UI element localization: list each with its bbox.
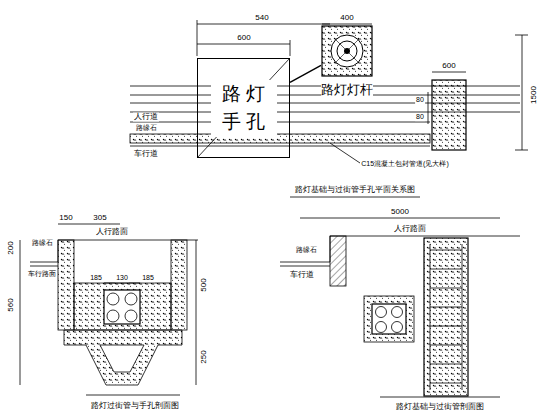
dimension: 305 xyxy=(92,214,107,223)
road-label: 车行道 xyxy=(289,271,315,280)
lamp-post-symbol xyxy=(321,25,373,77)
foundation-section xyxy=(280,218,520,397)
road-label: 路缘石 xyxy=(295,246,318,254)
road-label: 路缘石 xyxy=(31,239,54,247)
dimension: 500 xyxy=(200,277,209,292)
dimension: 600 xyxy=(236,34,251,43)
connector-line xyxy=(290,65,321,82)
plan-view xyxy=(130,20,528,197)
dimension: 185 xyxy=(89,274,103,282)
handhole-box: 路 灯 手 孔 xyxy=(197,58,290,158)
dimension: 130 xyxy=(115,274,129,282)
lamp-post-label: 路灯灯杆 xyxy=(321,81,373,99)
lamp-post: 路灯灯杆 xyxy=(316,25,378,103)
caption: 路灯基础与过街管剖面图 xyxy=(395,403,485,412)
road-label: 车行道 xyxy=(133,150,159,159)
handhole-label: 路 灯 手 孔 xyxy=(211,80,277,137)
dimension: 600 xyxy=(441,62,456,71)
caption: 路灯过街管与手孔剖面图 xyxy=(90,402,180,411)
handhole-section xyxy=(20,224,198,395)
dimension: 250 xyxy=(200,349,209,364)
dimension: 400 xyxy=(339,14,354,23)
dimension: 5000 xyxy=(390,208,410,217)
dimension: 540 xyxy=(254,14,269,23)
dimension: 80 xyxy=(415,96,425,104)
road-label: 路缘石 xyxy=(135,124,158,132)
dimension: 80 xyxy=(415,113,425,121)
road-label: 人行路面 xyxy=(95,228,129,237)
road-label: 车行路面 xyxy=(27,270,57,278)
dimension: 150 xyxy=(58,214,73,223)
note: C15混凝土包封管道(见大样) xyxy=(360,160,450,168)
road-label: 人行路面 xyxy=(393,225,427,234)
dimension: 1500 xyxy=(530,85,539,105)
caption: 路灯基础与过街管手孔平面关系图 xyxy=(294,186,416,195)
road-label: 人行道 xyxy=(133,113,159,122)
dimension: 200 xyxy=(7,240,16,255)
dimension: 185 xyxy=(141,274,155,282)
dimension: 560 xyxy=(7,297,16,312)
